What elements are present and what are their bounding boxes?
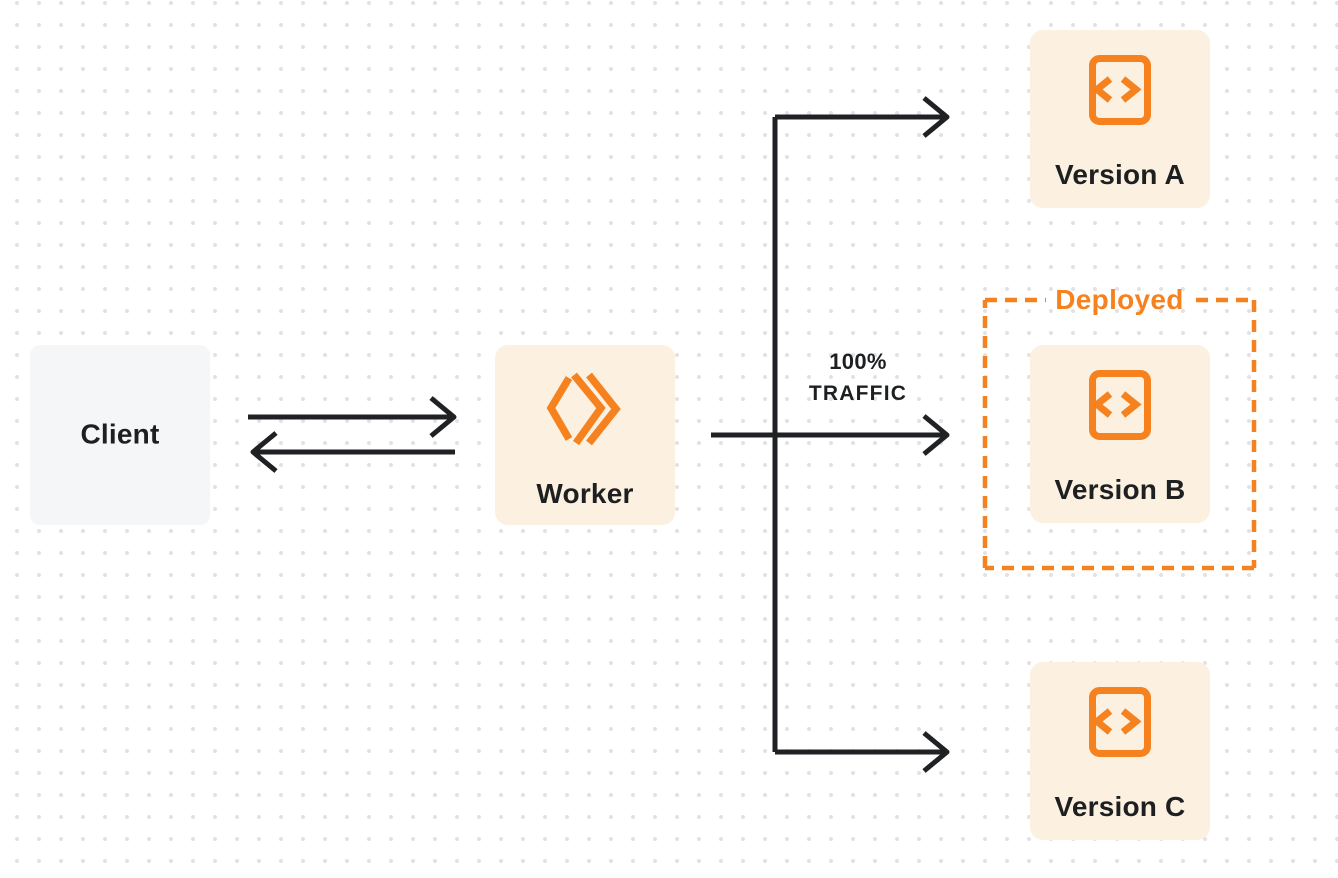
worker-to-version-b-arrow	[711, 414, 950, 456]
version-a-node-label: Version A	[1055, 159, 1185, 190]
code-file-icon	[1089, 370, 1151, 440]
version-c-node-label: Version C	[1054, 791, 1186, 822]
worker-node: Worker	[495, 345, 675, 525]
client-node-label: Client	[80, 418, 160, 450]
version-a-node: Version A	[1030, 30, 1210, 208]
code-file-icon	[1089, 687, 1151, 757]
client-node: Client	[30, 345, 210, 525]
traffic-word-text: TRAFFIC	[808, 382, 908, 405]
client-to-worker-arrow	[248, 396, 457, 438]
traffic-percentage-text: 100%	[829, 349, 887, 374]
deployed-group-outline	[982, 297, 1257, 571]
cloudflare-workers-logo-icon	[546, 372, 621, 446]
deployed-label: Deployed	[1055, 284, 1184, 315]
branch-to-version-c-arrow	[775, 731, 950, 773]
version-b-node: Version B	[1030, 345, 1210, 523]
version-c-node: Version C	[1030, 662, 1210, 840]
worker-node-label: Worker	[536, 478, 634, 509]
branch-to-version-a-arrow	[775, 96, 950, 138]
version-b-node-label: Version B	[1054, 474, 1186, 505]
worker-to-client-arrow	[250, 431, 455, 473]
code-file-icon	[1089, 55, 1151, 125]
traffic-label: 100% TRAFFIC	[786, 349, 930, 405]
